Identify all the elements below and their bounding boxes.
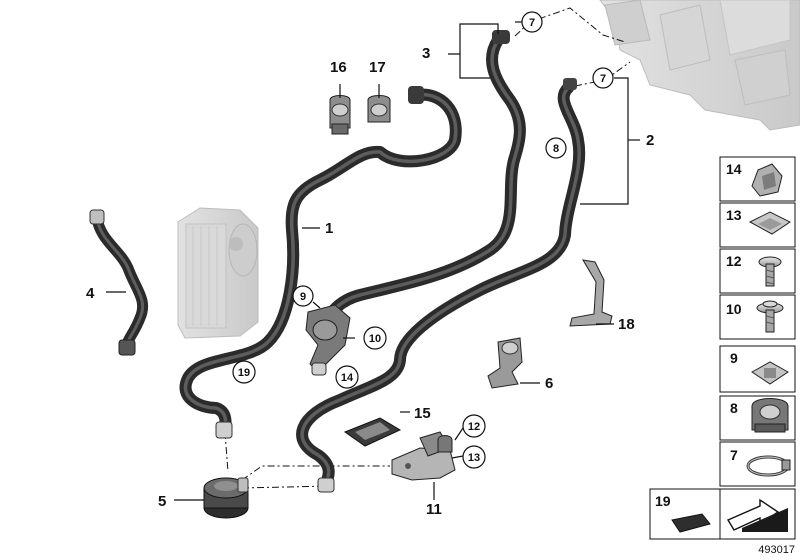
svg-text:14: 14	[726, 161, 742, 177]
callout-6: 6	[545, 375, 553, 392]
circled-callout-7b: 7	[592, 67, 614, 89]
bracket-6	[487, 337, 523, 389]
legend-item-19: 19	[655, 493, 671, 509]
heat-exchanger-ghost	[177, 207, 259, 339]
panel-row-14: 14	[719, 156, 796, 202]
circled-callout-10: 10	[363, 326, 387, 350]
panel-row-7: 7	[719, 441, 796, 487]
svg-text:12: 12	[468, 421, 480, 433]
svg-text:7: 7	[730, 447, 738, 463]
callout-18: 18	[618, 316, 635, 333]
heater-unit-ghost	[599, 0, 800, 131]
callout-11: 11	[426, 501, 442, 518]
svg-text:10: 10	[369, 333, 381, 345]
water-pump-5	[203, 477, 249, 519]
svg-text:13: 13	[468, 452, 480, 464]
svg-text:13: 13	[726, 207, 742, 223]
svg-text:10: 10	[726, 301, 742, 317]
circled-callout-19: 19	[232, 360, 256, 384]
callout-15: 15	[414, 405, 431, 422]
panel-row-10: 10	[719, 294, 796, 340]
bracket-18	[569, 259, 613, 327]
callout-16: 16	[330, 59, 347, 76]
svg-text:12: 12	[726, 253, 742, 269]
callout-17: 17	[369, 59, 386, 76]
circled-callout-12: 12	[462, 414, 486, 438]
circled-callout-14: 14	[335, 365, 359, 389]
valve-assembly	[305, 304, 351, 376]
leader-lines	[106, 21, 640, 501]
svg-text:9: 9	[300, 291, 306, 303]
circled-callout-13: 13	[462, 445, 486, 469]
circled-callout-9: 9	[292, 285, 314, 307]
callout-3: 3	[422, 45, 430, 62]
hose-4	[89, 209, 149, 356]
callout-2: 2	[646, 132, 654, 149]
hose-2	[296, 78, 586, 493]
clip-16	[329, 95, 351, 135]
bottom-legend: 19	[649, 488, 796, 540]
hose-1	[179, 86, 462, 439]
circled-callout-8: 8	[545, 137, 567, 159]
callout-4: 4	[86, 285, 95, 302]
svg-text:7: 7	[600, 73, 606, 85]
circled-callout-7a: 7	[521, 11, 543, 33]
clip-17	[367, 95, 391, 123]
document-number: 493017	[758, 544, 795, 556]
small-parts-panel: 14 13 12 10	[719, 156, 796, 487]
panel-row-12: 12	[719, 248, 796, 294]
bracket-11	[391, 431, 456, 481]
callout-1: 1	[325, 220, 333, 237]
hose-3	[314, 30, 526, 336]
svg-text:8: 8	[553, 143, 559, 155]
svg-text:19: 19	[238, 367, 250, 379]
svg-text:7: 7	[529, 17, 535, 29]
svg-text:8: 8	[730, 400, 738, 416]
svg-text:14: 14	[341, 372, 354, 384]
pad-15	[343, 417, 402, 447]
svg-text:9: 9	[730, 350, 738, 366]
panel-row-8: 8	[719, 395, 796, 441]
panel-row-13: 13	[719, 202, 796, 248]
callout-5: 5	[158, 493, 166, 510]
panel-row-9: 9	[719, 345, 796, 393]
